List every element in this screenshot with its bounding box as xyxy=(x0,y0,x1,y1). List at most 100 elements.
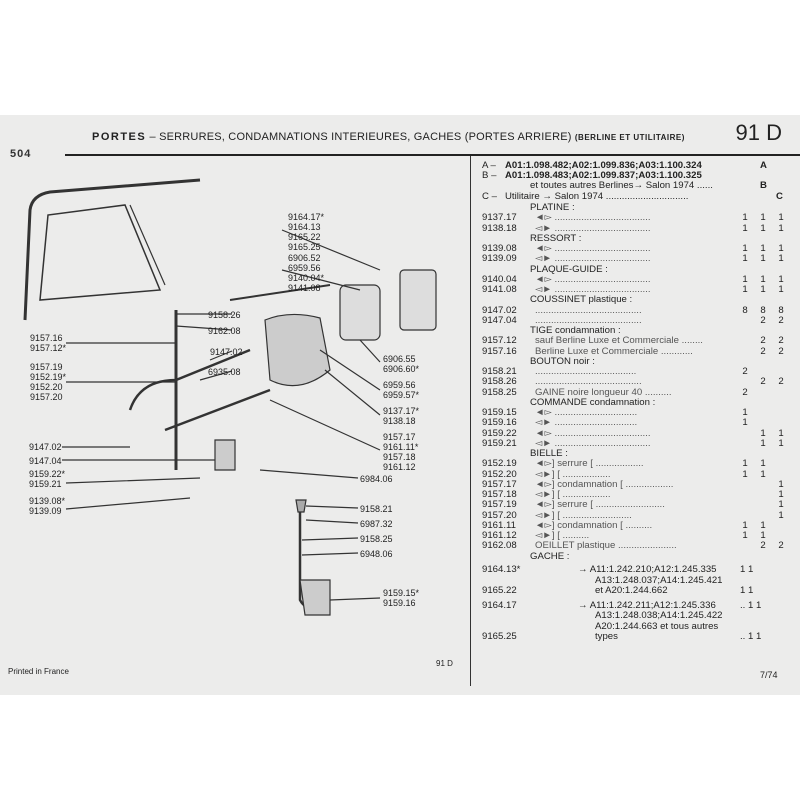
callout-label: 9139.08* xyxy=(29,496,66,506)
part-desc: ◄▻ .................................... xyxy=(535,243,651,254)
qty-c: 1 xyxy=(778,489,784,500)
qty-a: 1 xyxy=(742,519,748,531)
callout-label: 9161.12 xyxy=(383,462,416,472)
gache-range: et A20:1.244.662 xyxy=(595,585,668,596)
part-desc: GAINE noire longueur 40 .......... xyxy=(535,386,672,398)
gache-range: → A11:1.242.211;A12:1.245.336 xyxy=(578,599,716,611)
legend-key: B – xyxy=(482,170,497,182)
exploded-diagram xyxy=(23,178,437,616)
part-ref: 9138.18 xyxy=(482,222,517,234)
part-desc: ◄▻] serrure [ .................. xyxy=(535,458,644,470)
part-ref: 9152.19 xyxy=(482,458,517,470)
qty-b: 1 xyxy=(760,437,766,449)
legend-text: Utilitaire → Salon 1974 ................… xyxy=(505,190,689,202)
callout-label: 6987.32 xyxy=(360,519,393,529)
qty-b: 8 xyxy=(760,304,766,316)
qty-c: 1 xyxy=(778,212,784,224)
callout-label: 9159.16 xyxy=(383,598,416,608)
callout-label: 6906.60* xyxy=(383,364,420,374)
part-ref: 9161.12 xyxy=(482,530,517,541)
callout-label: 9157.17 xyxy=(383,432,416,442)
callout-label: 9165.22 xyxy=(288,232,321,242)
callout-label: 9161.11* xyxy=(383,442,419,452)
callout-label: 9147.02 xyxy=(29,442,62,452)
callout-label: 6959.57* xyxy=(383,390,420,400)
qty-a: 1 xyxy=(742,417,748,429)
part-ref: 9161.11 xyxy=(482,519,516,531)
part-desc: TIGE condamnation : xyxy=(530,325,621,336)
qty-c: 1 xyxy=(778,437,784,449)
qty-a: 8 xyxy=(742,304,748,316)
qty-b: 2 xyxy=(760,376,766,388)
qty-a: 1 xyxy=(742,284,748,295)
qty-c: 1 xyxy=(778,478,784,490)
legend-text: A01:1.098.482;A02:1.099.836;A03:1.100.32… xyxy=(505,160,702,171)
part-desc: BIELLE : xyxy=(530,448,568,459)
header-rule xyxy=(65,154,800,156)
part-ref: 9147.02 xyxy=(482,304,517,316)
part-ref: 9159.21 xyxy=(482,437,517,449)
callout-label: 6959.56 xyxy=(288,263,321,273)
callout-label: 9157.18 xyxy=(383,452,416,462)
qty-c: 8 xyxy=(778,304,784,316)
callout-label: 9152.19* xyxy=(30,372,67,382)
part-ref: 9164.13* xyxy=(482,564,521,575)
part-ref: 9139.09 xyxy=(482,253,517,265)
edition-date: 7/74 xyxy=(760,670,778,680)
legend-key: C – xyxy=(482,190,497,202)
part-ref: 9157.19 xyxy=(482,499,517,511)
qty-a: 1 xyxy=(742,253,748,265)
part-desc: COUSSINET plastique : xyxy=(530,294,633,306)
part-desc: ◄▻ .................................... xyxy=(535,427,651,439)
callout-label: 9158.25 xyxy=(360,534,393,544)
part-ref: 9164.17 xyxy=(482,599,517,611)
gache-range: A13:1.248.037;A14:1.245.421 xyxy=(595,574,723,586)
part-desc: ◅►] [ .................. xyxy=(535,489,611,500)
callout-label: 6984.06 xyxy=(360,474,393,484)
qty-c: 1 xyxy=(778,222,784,234)
part-ref: 9140.04 xyxy=(482,273,517,285)
part-ref: 9165.25 xyxy=(482,631,517,642)
part-ref: 9158.21 xyxy=(482,366,517,377)
qty-a: 1 xyxy=(742,530,748,541)
part-desc: ◄▻ .................................... xyxy=(535,273,651,285)
part-ref: 9139.08 xyxy=(482,243,517,254)
part-desc: ........................................ xyxy=(535,304,642,316)
callout-label: 9164.17* xyxy=(288,212,325,222)
callout-label: 9159.22* xyxy=(29,469,66,479)
callout-label: 9141.08 xyxy=(288,283,321,293)
gache-qty: .. 1 1 xyxy=(740,631,762,642)
qty-a: 2 xyxy=(742,386,748,398)
part-desc: ◄▻ ............................... xyxy=(535,407,638,418)
qty-b: 1 xyxy=(760,530,766,541)
part-ref: 9158.25 xyxy=(482,386,517,398)
footer-code: 91 D xyxy=(436,659,453,668)
qty-c: 2 xyxy=(778,540,784,552)
qty-b: 1 xyxy=(760,253,766,265)
part-desc: ◄▻] condamnation [ .......... xyxy=(535,519,653,531)
part-ref: 9157.12 xyxy=(482,335,517,347)
gache-range: A13:1.248.038;A14:1.245.422 xyxy=(595,610,723,621)
part-desc: ◅►] [ .................. xyxy=(535,468,611,480)
part-desc: RESSORT : xyxy=(530,232,582,244)
qty-c: 1 xyxy=(778,243,784,254)
callout-label: 6906.55 xyxy=(383,354,416,364)
callout-label: 9158.26 xyxy=(208,310,241,320)
part-desc: ◅►] [ .......... xyxy=(535,530,590,541)
part-ref: 9158.26 xyxy=(482,376,517,388)
part-desc: ◄▻] condamnation [ .................. xyxy=(535,478,674,490)
qty-c: 2 xyxy=(778,376,784,388)
callout-label: 6948.06 xyxy=(360,549,393,559)
callout-label: 9147.04 xyxy=(29,456,62,466)
legend-key: A – xyxy=(482,160,496,171)
brand-logo: 504 xyxy=(10,148,32,160)
qty-b: 2 xyxy=(760,335,766,347)
qty-b: 1 xyxy=(760,222,766,234)
qty-a: 1 xyxy=(742,243,748,254)
callout-label: 9159.21 xyxy=(29,479,62,489)
qty-c: 1 xyxy=(778,427,784,439)
qty-b: 1 xyxy=(760,468,766,480)
part-ref: 9137.17 xyxy=(482,212,517,224)
qty-c: 1 xyxy=(778,273,784,285)
qty-b: 1 xyxy=(760,284,766,295)
